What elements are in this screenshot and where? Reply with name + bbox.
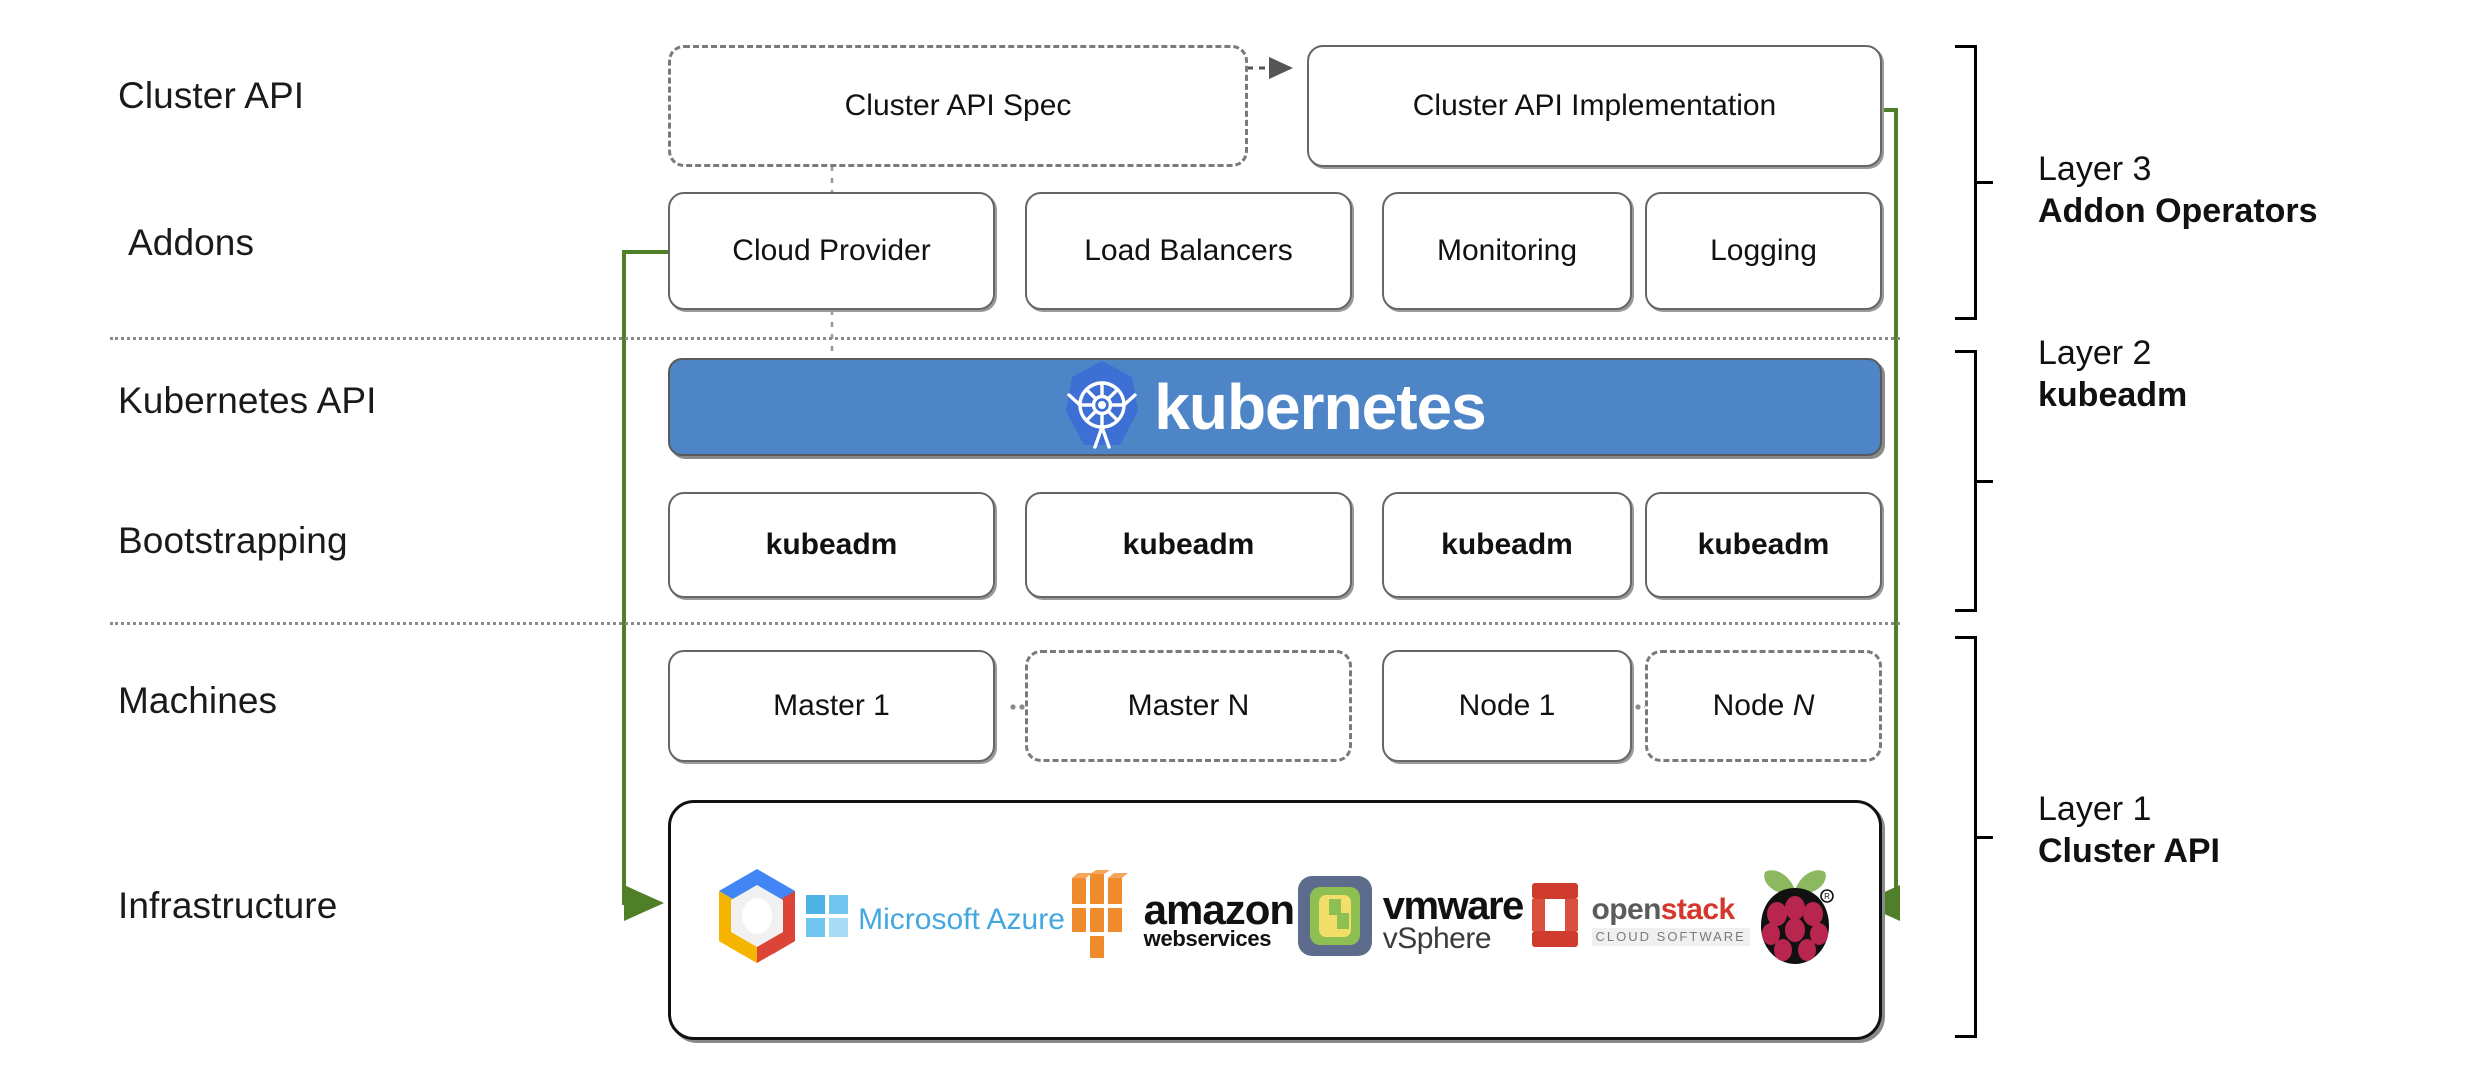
band-separator-layer3-layer2 (110, 337, 1900, 340)
box-label-italic-suffix: N (1792, 689, 1815, 722)
box-label: Cluster API Implementation (1412, 89, 1777, 122)
box-label: Monitoring (1436, 234, 1578, 267)
bracket-nub-layer-1 (1977, 836, 1993, 839)
layer-label-3: Layer 3 Addon Operators (2038, 148, 2318, 232)
bracket-nub-layer-2 (1977, 480, 1993, 483)
vsphere-label: vSphere (1382, 921, 1492, 955)
vmware-label: vmware (1382, 883, 1524, 928)
layer-1-line1: Layer 1 (2038, 790, 2152, 828)
openstack-tagline: CLOUD SOFTWARE (1591, 928, 1750, 947)
box-kubeadm-1[interactable]: kubeadm (668, 492, 995, 598)
google-cloud-icon (711, 865, 803, 975)
box-monitoring[interactable]: Monitoring (1382, 192, 1632, 310)
row-label-kubernetes-api: Kubernetes API (118, 380, 377, 421)
aws-webservices-label: webservices (1143, 926, 1272, 952)
kubernetes-banner: kubernetes (668, 358, 1882, 456)
box-node-1[interactable]: Node 1 (1382, 650, 1632, 762)
kubernetes-helm-wheel-icon (1064, 359, 1140, 455)
row-label-infrastructure: Infrastructure (118, 885, 338, 926)
box-label: Node N (1713, 689, 1815, 723)
openstack-name-label: openstack (1591, 892, 1736, 926)
box-label: Node 1 (1458, 689, 1556, 722)
aws-amazon-label: amazon (1143, 885, 1295, 933)
vmware-vsphere-icon (1295, 873, 1375, 967)
box-logging[interactable]: Logging (1645, 192, 1882, 310)
bracket-layer-2 (1955, 350, 1977, 612)
aws-wordmark: amazon webservices (1143, 885, 1295, 952)
box-label: kubeadm (765, 528, 898, 561)
box-label: kubeadm (1122, 528, 1255, 561)
infrastructure-logo-strip: Microsoft Azure (671, 803, 1879, 1037)
box-kubeadm-2[interactable]: kubeadm (1025, 492, 1352, 598)
openstack-logo-cell: openstack CLOUD SOFTWARE (1524, 877, 1750, 963)
svg-text:R: R (1824, 892, 1830, 901)
layer-label-1: Layer 1 Cluster API (2038, 788, 2220, 872)
row-label-addons: Addons (128, 222, 255, 263)
box-label: Cluster API Spec (844, 89, 1072, 122)
vmware-vsphere-logo-cell: vmware vSphere (1295, 873, 1524, 967)
box-label-prefix: Node (1712, 689, 1793, 722)
microsoft-windows-icon (804, 893, 850, 947)
layer-3-line2: Addon Operators (2038, 192, 2318, 231)
box-label: Load Balancers (1084, 234, 1293, 267)
layer-label-2: Layer 2 kubeadm (2038, 332, 2187, 416)
box-cluster-api-spec[interactable]: Cluster API Spec (668, 45, 1248, 167)
box-node-n[interactable]: Node N (1645, 650, 1882, 762)
box-master-1[interactable]: Master 1 (668, 650, 995, 762)
openstack-wordmark: openstack CLOUD SOFTWARE (1591, 892, 1750, 947)
google-cloud-logo-cell (711, 865, 803, 975)
row-label-cluster-api: Cluster API (118, 75, 305, 116)
box-label: Cloud Provider (732, 234, 931, 267)
raspberry-pi-icon: R (1751, 864, 1839, 976)
kubernetes-wordmark: kubernetes (1154, 371, 1486, 443)
box-label: Master N (1127, 689, 1250, 722)
vmware-wordmark: vmware vSphere (1382, 883, 1524, 955)
layer-2-line2: kubeadm (2038, 376, 2188, 415)
row-label-machines: Machines (118, 680, 278, 721)
box-kubeadm-4[interactable]: kubeadm (1645, 492, 1882, 598)
box-label: kubeadm (1441, 528, 1573, 561)
bracket-layer-3 (1955, 45, 1977, 320)
box-label: Logging (1710, 234, 1817, 267)
row-label-bootstrapping: Bootstrapping (118, 520, 348, 561)
openstack-icon (1524, 877, 1586, 963)
box-infrastructure[interactable]: Microsoft Azure (668, 800, 1882, 1040)
box-label: kubeadm (1697, 528, 1830, 561)
box-load-balancers[interactable]: Load Balancers (1025, 192, 1352, 310)
openstack-open-label: open (1591, 892, 1662, 926)
box-master-n[interactable]: Master N (1025, 650, 1352, 762)
openstack-stack-label: stack (1660, 892, 1735, 926)
microsoft-azure-logo-cell: Microsoft Azure (804, 893, 1065, 947)
layer-2-line1: Layer 2 (2038, 334, 2152, 372)
band-separator-layer2-layer1 (110, 622, 1900, 625)
bracket-nub-layer-3 (1977, 181, 1993, 184)
layer-3-line1: Layer 3 (2038, 150, 2152, 188)
box-kubeadm-3[interactable]: kubeadm (1382, 492, 1632, 598)
layer-1-line2: Cluster API (2038, 832, 2221, 871)
box-cluster-api-implementation[interactable]: Cluster API Implementation (1307, 45, 1882, 167)
microsoft-azure-label: Microsoft Azure (858, 903, 1065, 936)
bracket-layer-1 (1955, 636, 1977, 1038)
raspberry-pi-logo-cell: R (1751, 864, 1839, 976)
box-label: Master 1 (773, 689, 890, 722)
aws-boxes-icon (1066, 870, 1140, 970)
box-cloud-provider[interactable]: Cloud Provider (668, 192, 995, 310)
aws-logo-cell: amazon webservices (1066, 870, 1295, 970)
